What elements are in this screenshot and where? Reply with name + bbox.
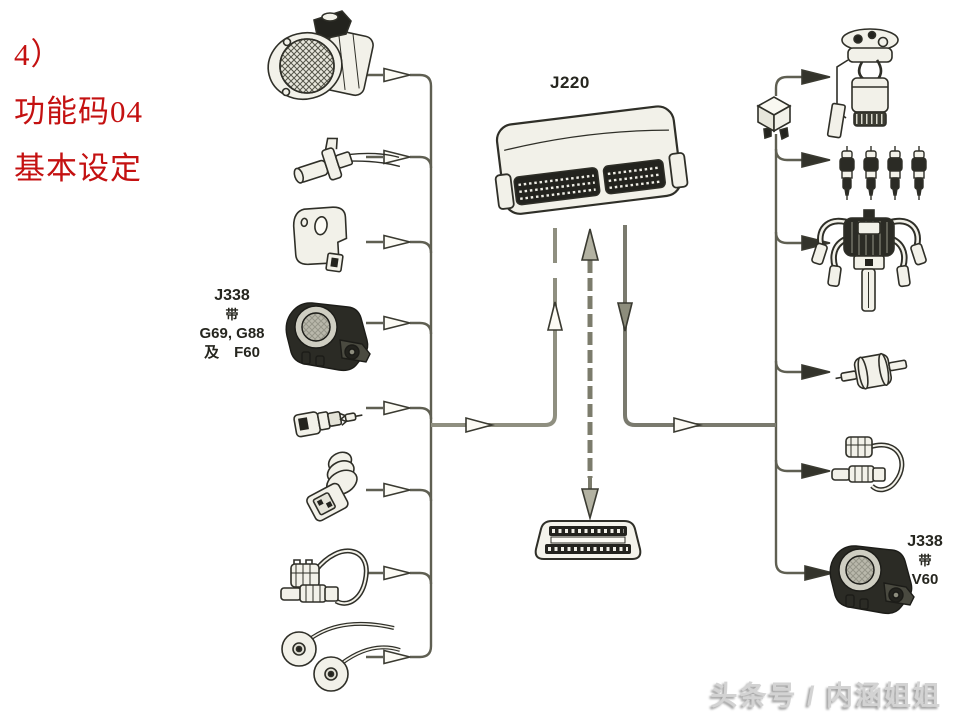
oxygen-sensor-left-icon <box>280 548 369 606</box>
ignition-distributor-icon <box>811 209 927 312</box>
ecu-j220-illustration <box>494 105 689 215</box>
sensor-input-line <box>431 228 557 427</box>
engine-speed-sensor-icon <box>293 137 401 184</box>
watermark: 头条号 / 内涵姐姐 <box>710 681 942 711</box>
slide-annotation: 4） 功能码04 基本设定 <box>14 26 143 197</box>
flow-arrows <box>383 67 834 665</box>
actuator-output-line <box>623 225 776 427</box>
ecu-label: J220 <box>550 73 590 92</box>
purge-valve-icon <box>835 352 908 390</box>
hall-sender-icon <box>292 206 348 273</box>
oxygen-sensor-right-icon <box>831 436 905 493</box>
coolant-temp-sensor-icon <box>306 451 358 522</box>
throttle-left-label-line-1: J338 <box>214 287 250 304</box>
throttle-right-label-line-2: 带 <box>918 552 932 568</box>
air-flow-meter-icon <box>267 10 374 101</box>
fuel-injectors-icon <box>839 145 927 201</box>
throttle-left-label-line-3: G69, G88 <box>199 324 265 342</box>
throttle-left-label-line-4: 及 F60 <box>204 344 260 362</box>
throttle-right-label-line-1: J338 <box>907 533 943 550</box>
throttle-right-label-line-3: V60 <box>911 570 939 588</box>
annotation-line-2: 功能码04 <box>14 94 143 129</box>
throttle-left-label-line-2: 带 <box>225 306 239 322</box>
fuel-pump-icon <box>826 28 899 139</box>
diagnostic-connector-illustration <box>534 520 642 560</box>
intake-air-temp-sensor-icon <box>293 411 363 438</box>
line-break <box>550 263 560 278</box>
relay-icon <box>756 96 792 141</box>
wiring-lines <box>366 73 805 659</box>
throttle-right-label: J338 带 V60 <box>892 532 958 589</box>
knock-sensors-icon <box>281 621 401 692</box>
throttle-body-left-icon <box>285 302 371 372</box>
annotation-line-1: 4） <box>14 37 63 72</box>
throttle-left-label: J338 带 G69, G88 及 F60 <box>188 286 276 363</box>
annotation-line-3: 基本设定 <box>14 151 142 186</box>
